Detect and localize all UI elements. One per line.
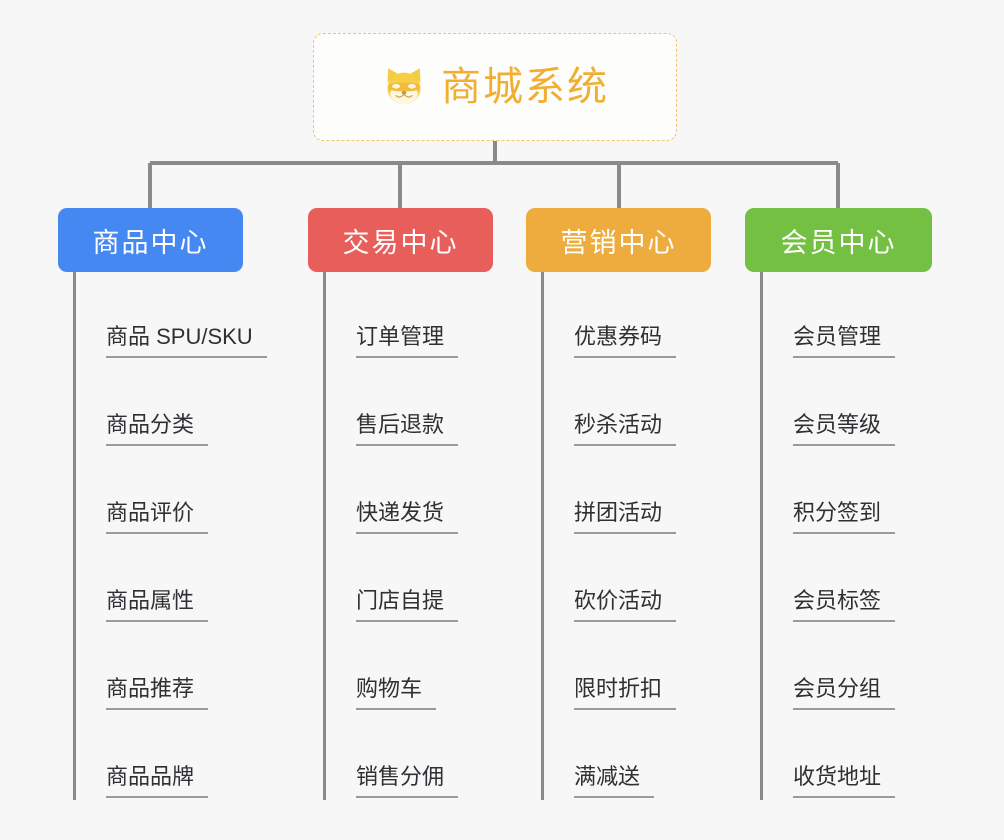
list-item[interactable]: 购物车	[326, 624, 493, 712]
leaf-label: 商品评价	[106, 500, 209, 534]
branch-items-product-center: 商品 SPU/SKU 商品分类 商品评价 商品属性 商品推荐 商品品牌	[73, 272, 267, 800]
branch-header-product-center[interactable]: 商品中心	[58, 208, 243, 272]
list-item[interactable]: 商品 SPU/SKU	[76, 272, 267, 360]
branch-column-member-center: 会员中心 会员管理 会员等级 积分签到 会员标签 会员分组 收货地址	[745, 208, 932, 800]
list-item[interactable]: 商品品牌	[76, 712, 243, 800]
leaf-label: 商品推荐	[106, 676, 209, 710]
list-item[interactable]: 限时折扣	[544, 624, 711, 712]
branch-title: 商品中心	[92, 227, 209, 258]
leaf-label: 限时折扣	[574, 676, 677, 710]
leaf-label: 优惠券码	[574, 324, 677, 358]
list-item[interactable]: 门店自提	[326, 536, 493, 624]
list-item[interactable]: 商品分类	[76, 360, 243, 448]
list-item[interactable]: 会员标签	[763, 536, 932, 624]
root-title: 商城系统	[441, 65, 609, 109]
list-item[interactable]: 商品属性	[76, 536, 243, 624]
list-item[interactable]: 砍价活动	[544, 536, 711, 624]
leaf-label: 会员管理	[793, 324, 896, 358]
leaf-label: 会员分组	[793, 676, 896, 710]
list-item[interactable]: 销售分佣	[326, 712, 493, 800]
list-item[interactable]: 会员等级	[763, 360, 932, 448]
list-item[interactable]: 满减送	[544, 712, 711, 800]
leaf-label: 门店自提	[356, 588, 459, 622]
leaf-label: 商品属性	[106, 588, 209, 622]
leaf-label: 秒杀活动	[574, 412, 677, 446]
branch-title: 交易中心	[342, 227, 459, 258]
list-item[interactable]: 拼团活动	[544, 448, 711, 536]
list-item[interactable]: 优惠券码	[544, 272, 711, 360]
leaf-label: 商品分类	[106, 412, 209, 446]
list-item[interactable]: 快递发货	[326, 448, 493, 536]
leaf-label: 拼团活动	[574, 500, 677, 534]
branch-header-trade-center[interactable]: 交易中心	[308, 208, 493, 272]
shiba-dog-icon	[381, 64, 427, 110]
leaf-label: 积分签到	[793, 500, 896, 534]
list-item[interactable]: 商品推荐	[76, 624, 243, 712]
leaf-label: 会员等级	[793, 412, 896, 446]
branch-items-marketing-center: 优惠券码 秒杀活动 拼团活动 砍价活动 限时折扣 满减送	[541, 272, 711, 800]
leaf-label: 砍价活动	[574, 588, 677, 622]
list-item[interactable]: 收货地址	[763, 712, 932, 800]
branch-column-marketing-center: 营销中心 优惠券码 秒杀活动 拼团活动 砍价活动 限时折扣 满减送	[526, 208, 711, 800]
leaf-label: 快递发货	[356, 500, 459, 534]
root-node[interactable]: 商城系统	[313, 33, 677, 141]
leaf-label: 收货地址	[793, 764, 896, 798]
list-item[interactable]: 售后退款	[326, 360, 493, 448]
branch-column-trade-center: 交易中心 订单管理 售后退款 快递发货 门店自提 购物车 销售分佣	[308, 208, 493, 800]
branch-header-marketing-center[interactable]: 营销中心	[526, 208, 711, 272]
branch-items-trade-center: 订单管理 售后退款 快递发货 门店自提 购物车 销售分佣	[323, 272, 493, 800]
leaf-label: 售后退款	[356, 412, 459, 446]
list-item[interactable]: 会员分组	[763, 624, 932, 712]
list-item[interactable]: 秒杀活动	[544, 360, 711, 448]
leaf-label: 商品 SPU/SKU	[106, 324, 267, 358]
branch-column-product-center: 商品中心 商品 SPU/SKU 商品分类 商品评价 商品属性 商品推荐 商品品牌	[58, 208, 267, 800]
branch-title: 会员中心	[780, 227, 897, 258]
branch-header-member-center[interactable]: 会员中心	[745, 208, 932, 272]
leaf-label: 销售分佣	[356, 764, 459, 798]
leaf-label: 商品品牌	[106, 764, 209, 798]
list-item[interactable]: 积分签到	[763, 448, 932, 536]
list-item[interactable]: 会员管理	[763, 272, 932, 360]
list-item[interactable]: 订单管理	[326, 272, 493, 360]
branch-items-member-center: 会员管理 会员等级 积分签到 会员标签 会员分组 收货地址	[760, 272, 932, 800]
list-item[interactable]: 商品评价	[76, 448, 243, 536]
branch-title: 营销中心	[560, 227, 677, 258]
leaf-label: 会员标签	[793, 588, 896, 622]
leaf-label: 购物车	[356, 676, 437, 710]
leaf-label: 满减送	[574, 764, 655, 798]
leaf-label: 订单管理	[356, 324, 459, 358]
